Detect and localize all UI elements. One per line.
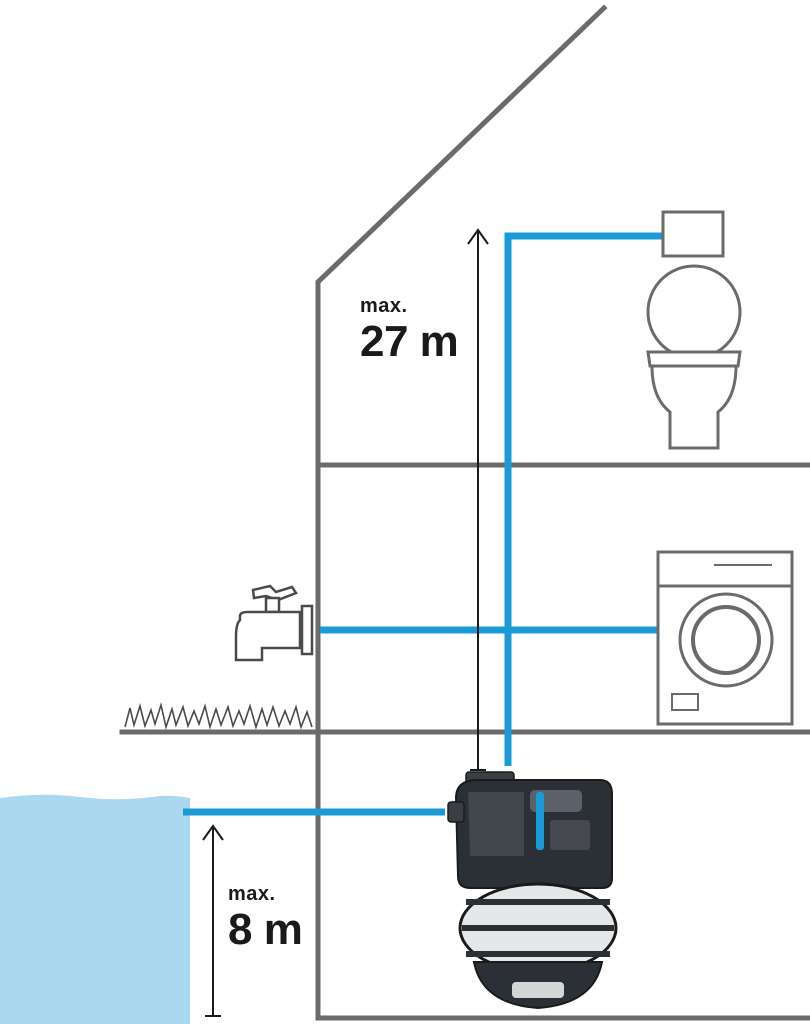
garden-tap-icon xyxy=(234,584,314,662)
water-pipes xyxy=(183,232,663,816)
washing-machine-icon xyxy=(656,550,794,726)
height-label-upper-value: 27 m xyxy=(360,317,459,366)
height-label-lower-value: 8 m xyxy=(228,905,303,954)
height-label-upper-prefix: max. xyxy=(360,295,408,317)
toilet-icon xyxy=(646,210,742,450)
house-outline xyxy=(119,4,810,1021)
height-arrow-upper xyxy=(467,228,489,771)
water-tank xyxy=(0,794,190,1024)
height-arrow-lower xyxy=(202,824,224,1017)
grass-icon xyxy=(124,701,313,730)
height-label-lower-prefix: max. xyxy=(228,883,276,905)
height-label-upper: max. 27 m xyxy=(360,295,459,366)
height-label-lower: max. 8 m xyxy=(228,883,303,954)
pump-icon xyxy=(447,771,618,1010)
